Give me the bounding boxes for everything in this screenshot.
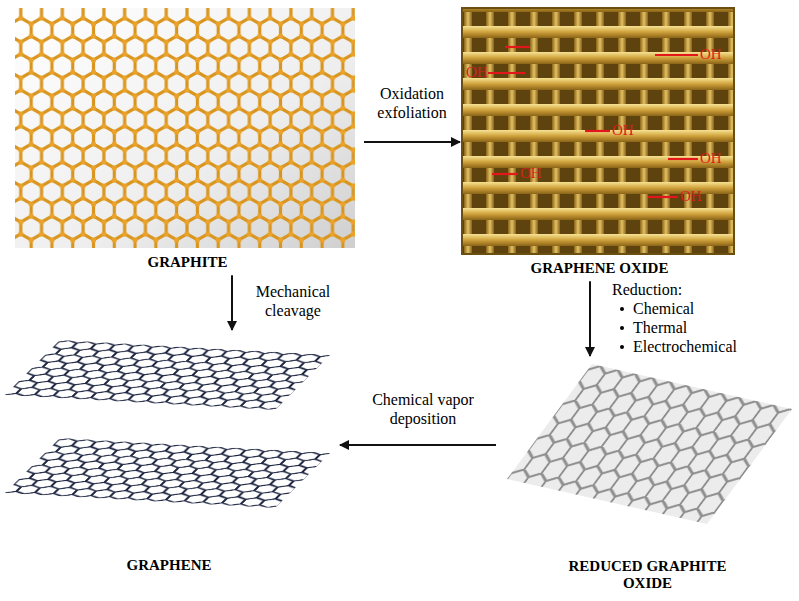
bullet-item: Electrochemical xyxy=(620,337,737,356)
process-arrow xyxy=(364,141,460,143)
illustrated-node: REDUCED GRAPHITE OXIDE xyxy=(500,358,795,593)
bullet-dot xyxy=(620,345,624,349)
bullet-dot xyxy=(620,307,624,311)
process-arrow xyxy=(589,281,591,356)
hydroxyl-group: OH xyxy=(700,150,722,167)
reduction-method: Chemical xyxy=(633,299,694,318)
reduction-method: Electrochemical xyxy=(633,337,737,356)
reduction-method: Thermal xyxy=(633,318,687,337)
node-label: REDUCED GRAPHITE OXIDE xyxy=(548,558,748,593)
graphene-oxide-illustration xyxy=(462,8,734,254)
illustrated-node: GRAPHENE OXIDE xyxy=(462,8,737,277)
process-arrow xyxy=(340,444,496,446)
edge-label: Mechanical cleavage xyxy=(243,282,343,320)
hydroxyl-group: OH xyxy=(612,122,634,139)
node-label: GRAPHENE OXIDE xyxy=(462,260,737,277)
illustrated-node: GRAPHENE xyxy=(0,332,338,574)
bullet-dot xyxy=(620,326,624,330)
graphene-illustration xyxy=(5,340,330,508)
node-label: GRAPHENE xyxy=(0,557,338,574)
edge-label: Oxidation exfoliation xyxy=(366,84,458,122)
bullet-item: Chemical xyxy=(620,299,694,318)
edge-label: Reduction: xyxy=(612,280,682,299)
bullet-item: Thermal xyxy=(620,318,687,337)
graphite-illustration xyxy=(15,8,355,248)
hydroxyl-group: OH xyxy=(520,165,542,182)
node-label: GRAPHITE xyxy=(15,254,360,271)
edge-label: Chemical vapor deposition xyxy=(348,390,498,428)
hydroxyl-group: OH xyxy=(700,46,722,63)
connector-layer xyxy=(232,142,590,445)
process-arrow xyxy=(231,275,233,330)
illustrated-node: GRAPHITE xyxy=(15,8,360,271)
hydroxyl-group: OH xyxy=(466,64,488,81)
reduced-oxide-illustration xyxy=(507,364,792,524)
hydroxyl-group: OH xyxy=(680,188,702,205)
